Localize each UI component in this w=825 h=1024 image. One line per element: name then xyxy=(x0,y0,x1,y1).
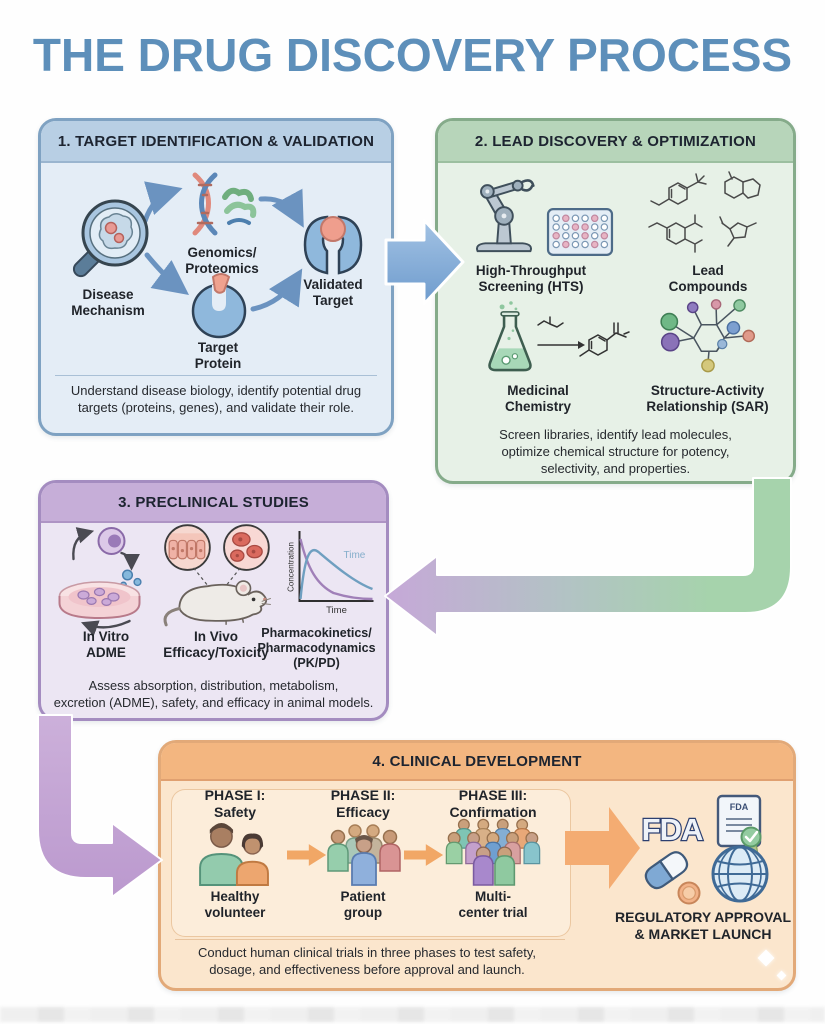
pkpd-graph-icon: Concentration Time Time xyxy=(287,531,374,616)
graph-curve-label: Time xyxy=(344,550,366,561)
phase3-caption: Multi- center trial xyxy=(458,889,528,920)
phase1-title: PHASE I: Safety xyxy=(204,787,266,820)
dna-protein-icon xyxy=(192,172,257,236)
section3-body: Concentration Time Time In Vitro ADME In… xyxy=(41,523,386,718)
medicinal-chemistry-label: Medicinal Chemistry xyxy=(504,383,572,414)
validated-target-icon xyxy=(303,215,363,275)
cell-culture-cycle-icon xyxy=(58,527,142,637)
section4-divider xyxy=(175,939,565,940)
in-vivo-label: In Vivo Efficacy/Toxicity xyxy=(163,629,269,660)
graph-xlabel: Time xyxy=(326,605,347,616)
section2-description: Screen libraries, identify lead molecule… xyxy=(499,427,732,476)
graph-ylabel: Concentration xyxy=(287,542,296,592)
watermark-strip xyxy=(0,1007,825,1022)
target-protein-label: Target Protein xyxy=(194,340,242,371)
section2-header: 2. LEAD DISCOVERY & OPTIMIZATION xyxy=(438,121,793,163)
section3-description: Assess absorption, distribution, metabol… xyxy=(53,678,374,710)
arrow-phase1-2-icon xyxy=(287,844,327,866)
reaction-scheme-icon xyxy=(537,316,630,357)
page-title: THE DRUG DISCOVERY PROCESS xyxy=(32,29,793,81)
patient-group-icon xyxy=(327,824,401,886)
phase3-title: PHASE III: Confirmation xyxy=(449,787,537,820)
mouse-invivo-icon xyxy=(163,524,271,627)
phase1-caption: Healthy volunteer xyxy=(204,889,266,920)
magnifier-cell-icon xyxy=(72,199,149,278)
robot-arm-icon xyxy=(476,179,535,253)
section-clinical-development: 4. CLINICAL DEVELOPMENT PHASE I: Safety … xyxy=(158,740,796,991)
lead-compounds-label: Lead Compounds xyxy=(668,263,748,294)
section1-header: 1. TARGET IDENTIFICATION & VALIDATION xyxy=(41,121,391,163)
section3-header: 3. PRECLINICAL STUDIES xyxy=(41,483,386,523)
healthy-volunteers-icon xyxy=(199,822,269,886)
section-lead-discovery: 2. LEAD DISCOVERY & OPTIMIZATION xyxy=(435,118,796,484)
capsule-pill-icon xyxy=(644,851,701,905)
approval-arrow-icon xyxy=(565,807,640,889)
arrow-phase2-3-icon xyxy=(404,844,444,866)
multicenter-trial-icon xyxy=(445,818,541,886)
flask-icon xyxy=(488,301,532,372)
sar-molecule-icon xyxy=(660,299,756,373)
sar-label: Structure-Activity Relationship (SAR) xyxy=(646,383,769,414)
target-protein-icon xyxy=(191,273,247,339)
section1-description: Understand disease biology, identify pot… xyxy=(70,383,362,415)
genomics-label: Genomics/ Proteomics xyxy=(185,245,259,276)
section4-description: Conduct human clinical trials in three p… xyxy=(198,945,536,977)
approval-label: REGULATORY APPROVAL & MARKET LAUNCH xyxy=(614,909,792,942)
hts-label: High-Throughput Screening (HTS) xyxy=(475,263,587,294)
validated-target-label: Validated Target xyxy=(303,277,363,308)
globe-icon xyxy=(711,845,769,903)
pkpd-label: Pharmacokinetics/ Pharmacodynamics (PK/P… xyxy=(257,626,376,670)
section1-divider xyxy=(55,375,377,376)
microplate-icon xyxy=(546,208,614,256)
fda-logo: FDA xyxy=(640,811,705,848)
phase2-caption: Patient group xyxy=(340,889,386,920)
arrow-step2-to-step3 xyxy=(384,477,792,637)
section-preclinical: 3. PRECLINICAL STUDIES xyxy=(38,480,389,721)
disease-mechanism-label: Disease Mechanism xyxy=(71,287,145,318)
section2-body: High-Throughput Screening (HTS) Lead Com… xyxy=(438,163,793,481)
flow-arrows-icon xyxy=(142,181,304,312)
arrow-step3-to-step4 xyxy=(37,714,163,898)
section1-body: Disease Mechanism Genomics/ Proteomics T… xyxy=(41,163,391,433)
section-target-identification: 1. TARGET IDENTIFICATION & VALIDATION xyxy=(38,118,394,436)
phase2-title: PHASE II: Efficacy xyxy=(330,787,396,820)
svg-text:FDA: FDA xyxy=(730,802,749,812)
in-vitro-label: In Vitro ADME xyxy=(82,629,130,660)
lead-compounds-icon xyxy=(648,171,761,253)
svg-text:FDA: FDA xyxy=(642,812,703,847)
section4-body: PHASE I: Safety PHASE II: Efficacy PHASE… xyxy=(161,781,793,988)
section4-header: 4. CLINICAL DEVELOPMENT xyxy=(161,743,793,781)
